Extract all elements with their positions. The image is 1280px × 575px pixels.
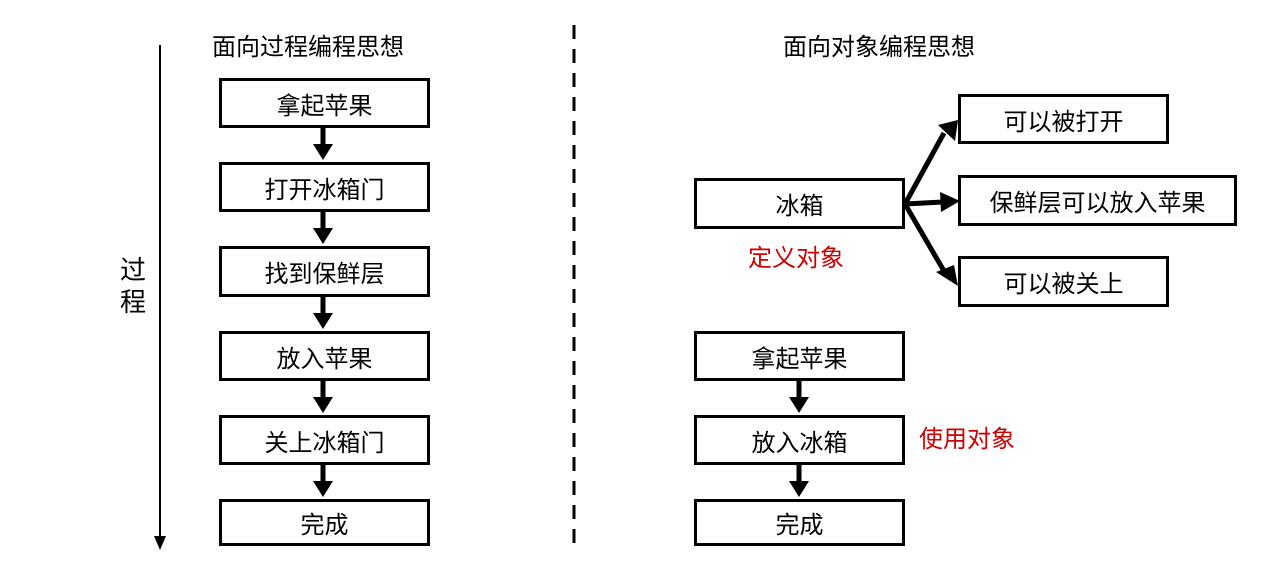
property-close-box: 可以被关上 (958, 256, 1169, 307)
procedural-step-1: 拿起苹果 (219, 78, 430, 128)
right-arrowhead-1 (789, 397, 809, 413)
use-step-label: 放入冰箱 (751, 428, 848, 457)
property-label: 可以被打开 (1003, 107, 1124, 136)
object-fridge-box: 冰箱 (694, 178, 905, 229)
property-label: 可以被关上 (1003, 270, 1124, 298)
use-step-label: 拿起苹果 (751, 344, 848, 373)
property-fresh-box: 保鲜层可以放入苹果 (958, 175, 1237, 226)
procedural-step-label: 完成 (300, 511, 349, 539)
use-step-1: 拿起苹果 (694, 331, 905, 381)
procedural-step-label: 找到保鲜层 (264, 260, 385, 288)
left-arrowhead-4 (313, 397, 333, 413)
left-arrowhead-3 (313, 313, 333, 329)
process-axis-label-2: 程 (119, 288, 146, 318)
use-step-2: 放入冰箱 (694, 415, 905, 465)
procedural-step-label: 拿起苹果 (276, 91, 373, 120)
procedural-step-6: 完成 (219, 499, 430, 546)
use-object-caption: 使用对象 (919, 425, 1015, 453)
define-object-caption: 定义对象 (748, 244, 844, 272)
procedural-title: 面向过程编程思想 (212, 33, 404, 61)
object-fridge-label: 冰箱 (775, 192, 824, 220)
procedural-step-label: 放入苹果 (276, 344, 373, 373)
object-branch-arrows (902, 120, 960, 286)
procedural-step-label: 关上冰箱门 (264, 428, 385, 457)
branch-arrowhead-open (938, 120, 958, 141)
branch-arrowhead-close (936, 265, 958, 286)
left-arrowhead-1 (313, 144, 333, 160)
left-arrowhead-2 (313, 228, 333, 244)
process-axis-label-1: 过 (119, 256, 146, 286)
procedural-step-4: 放入苹果 (219, 331, 430, 381)
procedural-step-2: 打开冰箱门 (219, 162, 430, 212)
procedural-step-3: 找到保鲜层 (219, 246, 430, 297)
process-timeline-arrowhead (154, 536, 166, 550)
branch-arrow-close (902, 202, 947, 273)
use-step-3: 完成 (694, 499, 905, 546)
branch-arrow-fresh (904, 199, 944, 207)
branch-arrowhead-fresh (940, 192, 960, 212)
right-flow-arrows (789, 381, 809, 497)
procedural-step-label: 打开冰箱门 (264, 175, 385, 204)
left-arrowhead-5 (313, 481, 333, 497)
branch-arrow-open (902, 131, 947, 206)
oop-title: 面向对象编程思想 (783, 33, 975, 61)
property-label: 保鲜层可以放入苹果 (989, 189, 1206, 217)
property-open-box: 可以被打开 (958, 94, 1169, 144)
procedural-step-5: 关上冰箱门 (219, 415, 430, 465)
left-flow-arrows (313, 127, 333, 497)
right-arrowhead-2 (789, 481, 809, 497)
use-step-label: 完成 (775, 511, 824, 539)
